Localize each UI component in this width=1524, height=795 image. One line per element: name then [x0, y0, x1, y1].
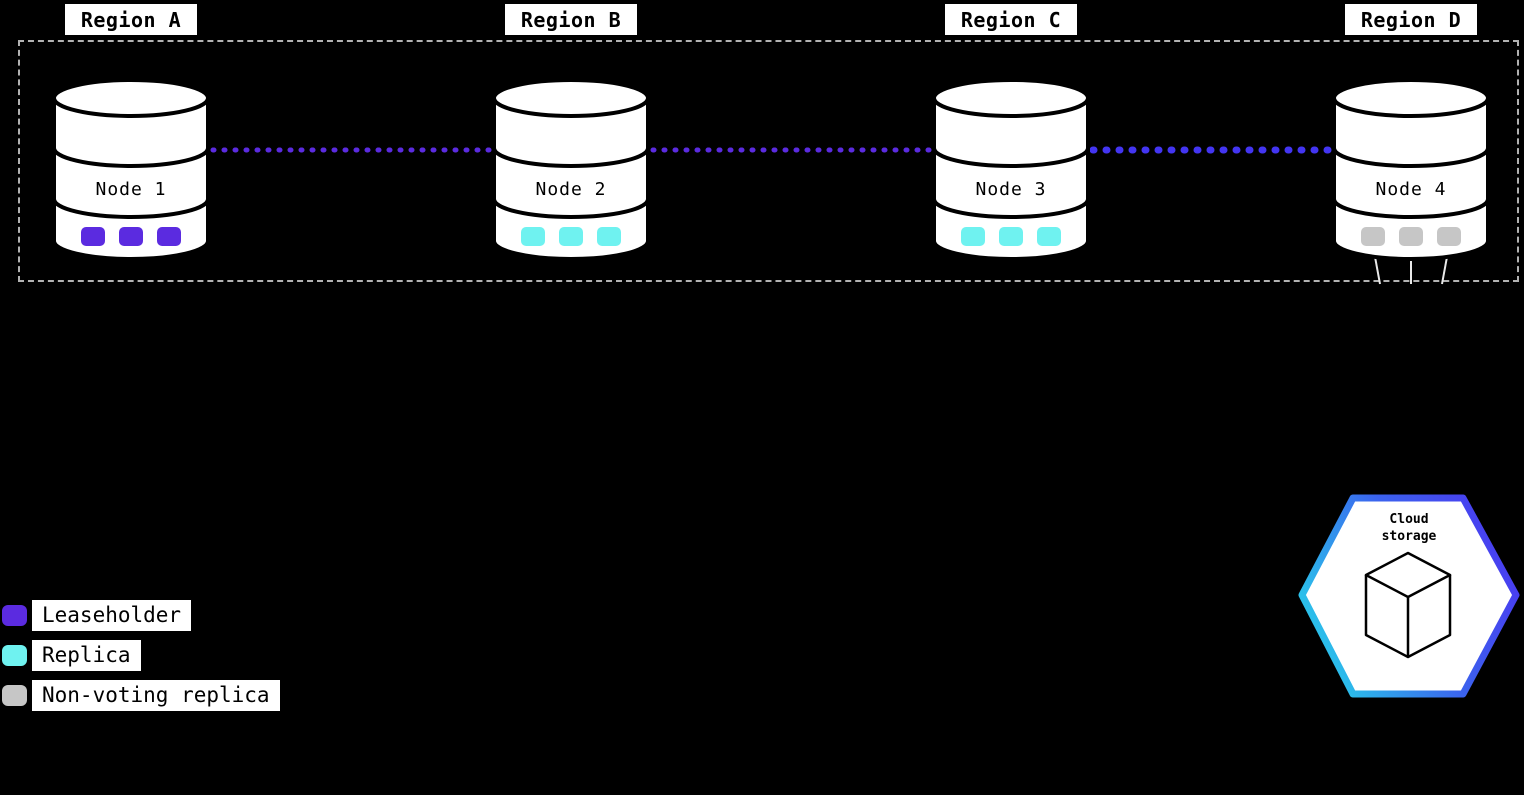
leaseholder-swatch-icon — [2, 605, 27, 626]
region-a-label: Region A — [65, 4, 197, 35]
cloud-storage: Cloud storage — [1296, 492, 1522, 700]
replica-square — [1037, 227, 1061, 246]
cluster-boundary — [18, 40, 1519, 282]
node-3: Node 3 — [931, 78, 1091, 264]
region-b-label: Region B — [505, 4, 637, 35]
replica-square — [961, 227, 985, 246]
non-voting-replica-square — [1399, 227, 1423, 246]
node-label: Node 2 — [535, 179, 607, 200]
legend-label: Leaseholder — [32, 600, 192, 631]
replica-square — [999, 227, 1023, 246]
legend-label: Non-voting replica — [32, 680, 280, 711]
replica-square — [559, 227, 583, 246]
non-voting-replica-swatch-icon — [2, 685, 27, 706]
replica-squares — [931, 227, 1091, 246]
leaseholder-square — [81, 227, 105, 246]
legend: Leaseholder Replica Non-voting replica — [2, 600, 280, 711]
database-cylinder-icon — [932, 78, 1090, 261]
cube-icon — [1364, 551, 1452, 659]
database-cylinder-icon — [492, 78, 650, 261]
cloud-storage-hexagon — [1298, 494, 1520, 698]
legend-item-leaseholder: Leaseholder — [2, 600, 280, 631]
node-label: Node 4 — [1375, 179, 1447, 200]
legend-label: Replica — [32, 640, 141, 671]
node-2: Node 2 — [491, 78, 651, 264]
cloud-storage-label: Cloud storage — [1381, 512, 1437, 544]
legend-item-non-voting-replica: Non-voting replica — [2, 680, 280, 711]
replica-squares — [1331, 227, 1491, 246]
replica-swatch-icon — [2, 645, 27, 666]
database-cylinder-icon — [1332, 78, 1490, 261]
node-4: Node 4 — [1331, 78, 1491, 264]
leaseholder-square — [157, 227, 181, 246]
region-d-label: Region D — [1345, 4, 1477, 35]
leaseholder-square — [119, 227, 143, 246]
replica-squares — [491, 227, 651, 246]
replica-square — [597, 227, 621, 246]
database-cylinder-icon — [52, 78, 210, 261]
node-1: Node 1 — [51, 78, 211, 264]
replica-square — [521, 227, 545, 246]
non-voting-replica-square — [1437, 227, 1461, 246]
legend-item-replica: Replica — [2, 640, 280, 671]
region-c-label: Region C — [945, 4, 1077, 35]
replica-squares — [51, 227, 211, 246]
node-label: Node 3 — [975, 179, 1047, 200]
non-voting-replica-square — [1361, 227, 1385, 246]
node-label: Node 1 — [95, 179, 167, 200]
